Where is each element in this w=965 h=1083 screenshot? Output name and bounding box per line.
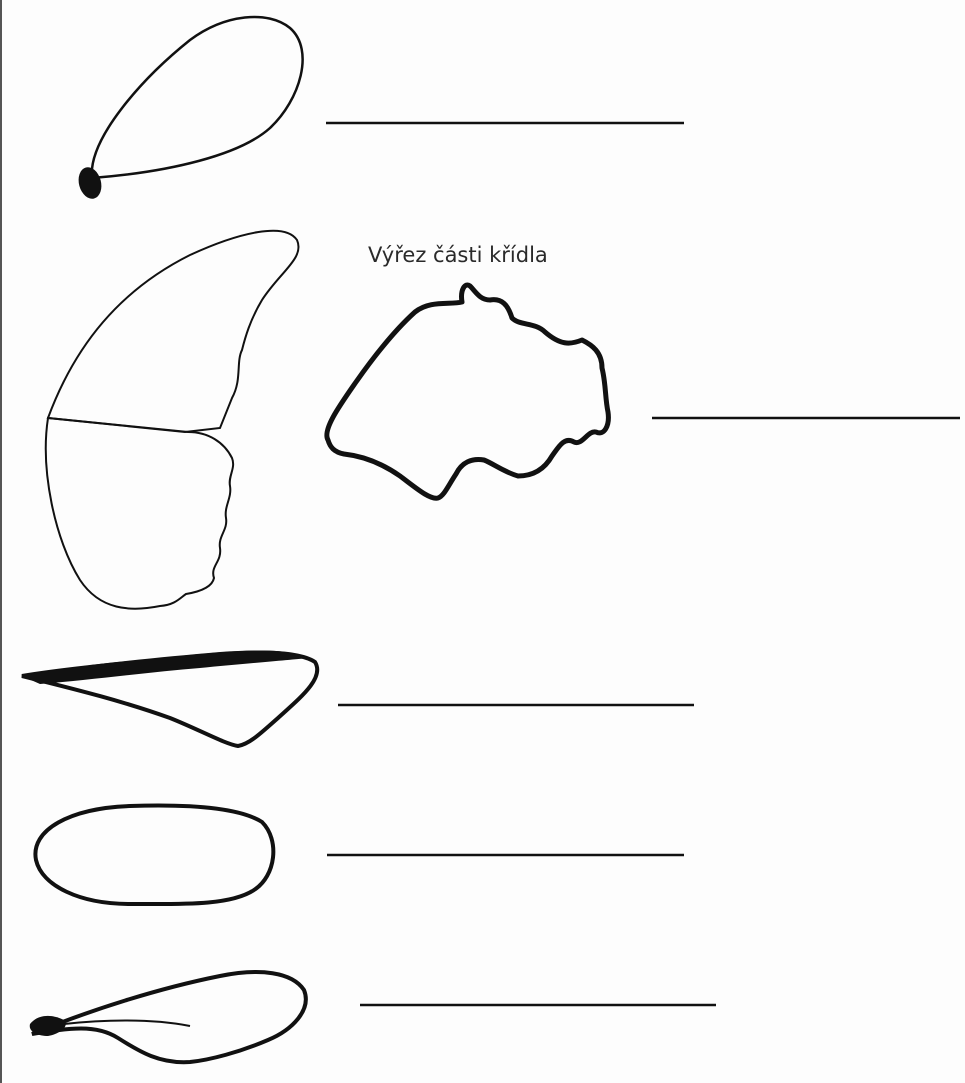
insect-wing-with-spot-icon [75, 17, 302, 201]
wing-thick-leading-edge-icon [22, 650, 317, 746]
oval-wing-icon [35, 806, 273, 905]
butterfly-wing-pair-icon [46, 231, 299, 609]
wing-fragment-icon [327, 285, 609, 498]
wing-dark-base-icon [30, 972, 306, 1062]
